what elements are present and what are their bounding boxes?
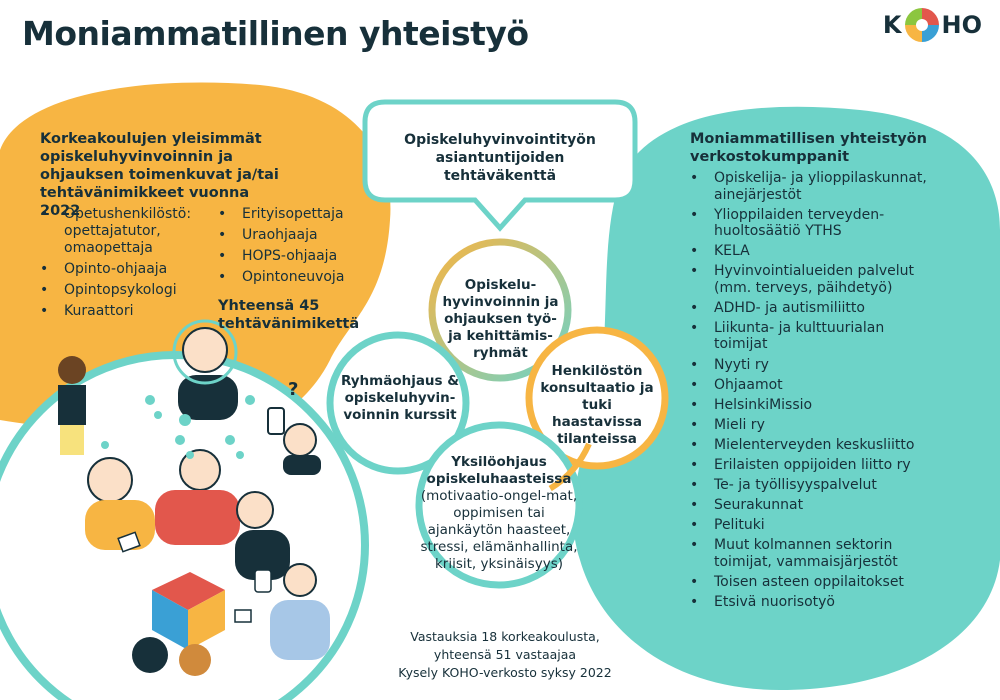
right-partner-list: Opiskelija- ja ylioppilaskunnat, ainejär… — [688, 170, 933, 614]
logo-letters-ho: HO — [941, 11, 983, 39]
list-item: HelsinkiMissio — [688, 397, 933, 414]
list-item: Muut kolmannen sektorin toimijat, vammai… — [688, 537, 933, 570]
puzzle-circle-icon — [904, 8, 939, 42]
list-item: Ylioppilaiden terveyden-huoltosäätiö YTH… — [688, 207, 933, 240]
individual-guidance-title: Yksilöohjaus opiskeluhaasteissa — [426, 454, 572, 487]
speech-bubble — [362, 99, 638, 232]
people-meeting-illustration: ? — [58, 319, 330, 676]
circle-individual-guidance-text: Yksilöohjaus opiskeluhaasteissa (motivaa… — [420, 454, 578, 573]
house-cube-icon — [152, 572, 225, 610]
left-panel-heading: Korkeakoulujen yleisimmät opiskeluhyvinv… — [40, 131, 279, 219]
list-item: Ohjaamot — [688, 377, 933, 394]
list-item: Etsivä nuorisotyö — [688, 594, 933, 611]
list-item: Seurakunnat — [688, 497, 933, 514]
page-title: Moniammatillinen yhteistyö — [22, 14, 529, 53]
list-item: Mieli ry — [688, 417, 933, 434]
list-item: Opiskelija- ja ylioppilaskunnat, ainejär… — [688, 170, 933, 203]
list-item: Kuraattori — [38, 303, 218, 320]
circle-group-guidance-text: Ryhmäohjaus & opiskeluhyvin-voinnin kurs… — [340, 373, 460, 423]
list-item: Erilaisten oppijoiden liitto ry — [688, 457, 933, 474]
list-item: Opintopsykologi — [38, 282, 218, 299]
survey-footnote: Vastauksia 18 korkeakoulusta, yhteensä 5… — [380, 628, 630, 682]
left-list-col2: Erityisopettaja Uraohjaaja HOPS-ohjaaja … — [216, 206, 376, 290]
footnote-line: yhteensä 51 vastaajaa — [433, 647, 577, 662]
circle-staff-consultation-text: Henkilöstön konsultaatio ja tuki haastav… — [540, 363, 654, 447]
right-panel-heading: Moniammatillisen yhteistyön verkostokump… — [690, 131, 927, 165]
left-total: Yhteensä 45 tehtävänimikettä — [218, 298, 360, 332]
list-item: Opintoneuvoja — [216, 269, 376, 286]
list-item: HOPS-ohjaaja — [216, 248, 376, 265]
individual-guidance-detail: (motivaatio-ongel-mat, oppimisen tai aja… — [420, 488, 578, 572]
logo-letter-k: K — [882, 11, 902, 39]
bubble-text: Opiskeluhyvinvointityön asiantuntijoiden… — [404, 132, 596, 184]
list-item: Toisen asteen oppilaitokset — [688, 574, 933, 591]
footnote-line: Vastauksia 18 korkeakoulusta, — [410, 629, 600, 644]
circle-work-groups-text: Opiskelu-hyvinvoinnin ja ohjauksen työ- … — [442, 277, 559, 361]
list-item: Nyyti ry — [688, 357, 933, 374]
list-item: ADHD- ja autismiliitto — [688, 300, 933, 317]
circle-individual-guidance — [415, 421, 583, 589]
list-item: Hyvinvointialueiden palvelut (mm. tervey… — [688, 263, 933, 296]
thought-bubble-icon — [101, 395, 255, 459]
question-mark-icon: ? — [288, 379, 298, 400]
list-item: Uraohjaaja — [216, 227, 376, 244]
koho-logo: K HO — [883, 6, 982, 44]
person-with-phone-icon — [267, 407, 285, 435]
list-item: Mielenterveyden keskusliitto — [688, 437, 933, 454]
list-item: Opinto-ohjaaja — [38, 261, 218, 278]
circle-work-groups — [428, 238, 572, 382]
list-item: Te- ja työllisyyspalvelut — [688, 477, 933, 494]
list-item: Opetushenkilöstö: opettajatutor, omaopet… — [38, 206, 218, 257]
list-item: Erityisopettaja — [216, 206, 376, 223]
list-item: KELA — [688, 243, 933, 260]
list-item: Pelituki — [688, 517, 933, 534]
footnote-line: Kysely KOHO-verkosto syksy 2022 — [398, 665, 612, 680]
list-item: Liikunta- ja kulttuurialan toimijat — [688, 320, 933, 353]
left-list-col1: Opetushenkilöstö: opettajatutor, omaopet… — [38, 206, 218, 324]
circle-staff-consultation — [525, 326, 669, 470]
circle-group-guidance — [326, 331, 470, 475]
